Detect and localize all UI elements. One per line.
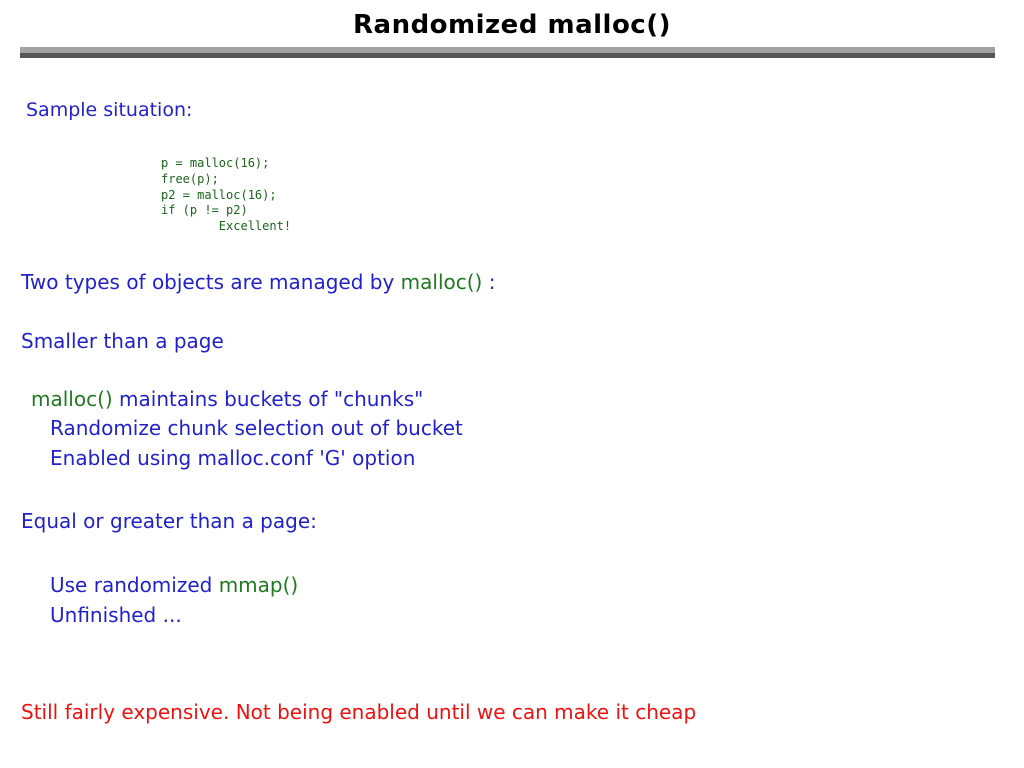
- title-divider: [20, 47, 995, 58]
- malloc-buckets-line: malloc() maintains buckets of "chunks": [31, 387, 423, 411]
- randomize-chunk-line: Randomize chunk selection out of bucket: [50, 416, 463, 440]
- final-note-line: Still fairly expensive. Not being enable…: [21, 700, 697, 724]
- divider-band-light: [20, 47, 995, 53]
- sample-situation-label: Sample situation:: [26, 99, 193, 121]
- unfinished-line: Unfinished ...: [50, 603, 182, 627]
- two-types-prefix: Two types of objects are managed by: [21, 270, 401, 294]
- two-types-line: Two types of objects are managed by mall…: [21, 270, 495, 294]
- malloc-keyword: malloc(): [400, 270, 483, 294]
- use-randomized-prefix: Use randomized: [50, 573, 219, 597]
- smaller-than-page-heading: Smaller than a page: [21, 329, 224, 353]
- page-title: Randomized malloc(): [353, 10, 671, 40]
- code-sample-block: p = malloc(16); free(p); p2 = malloc(16)…: [161, 156, 292, 234]
- equal-or-greater-heading: Equal or greater than a page:: [21, 509, 317, 533]
- use-randomized-mmap-line: Use randomized mmap(): [50, 573, 298, 597]
- malloc-keyword: malloc(): [31, 387, 113, 411]
- enabled-option-line: Enabled using malloc.conf 'G' option: [50, 446, 416, 470]
- mmap-keyword: mmap(): [218, 573, 299, 597]
- malloc-buckets-text: maintains buckets of "chunks": [112, 387, 424, 411]
- two-types-suffix: :: [482, 270, 496, 294]
- divider-band-dark: [20, 53, 995, 58]
